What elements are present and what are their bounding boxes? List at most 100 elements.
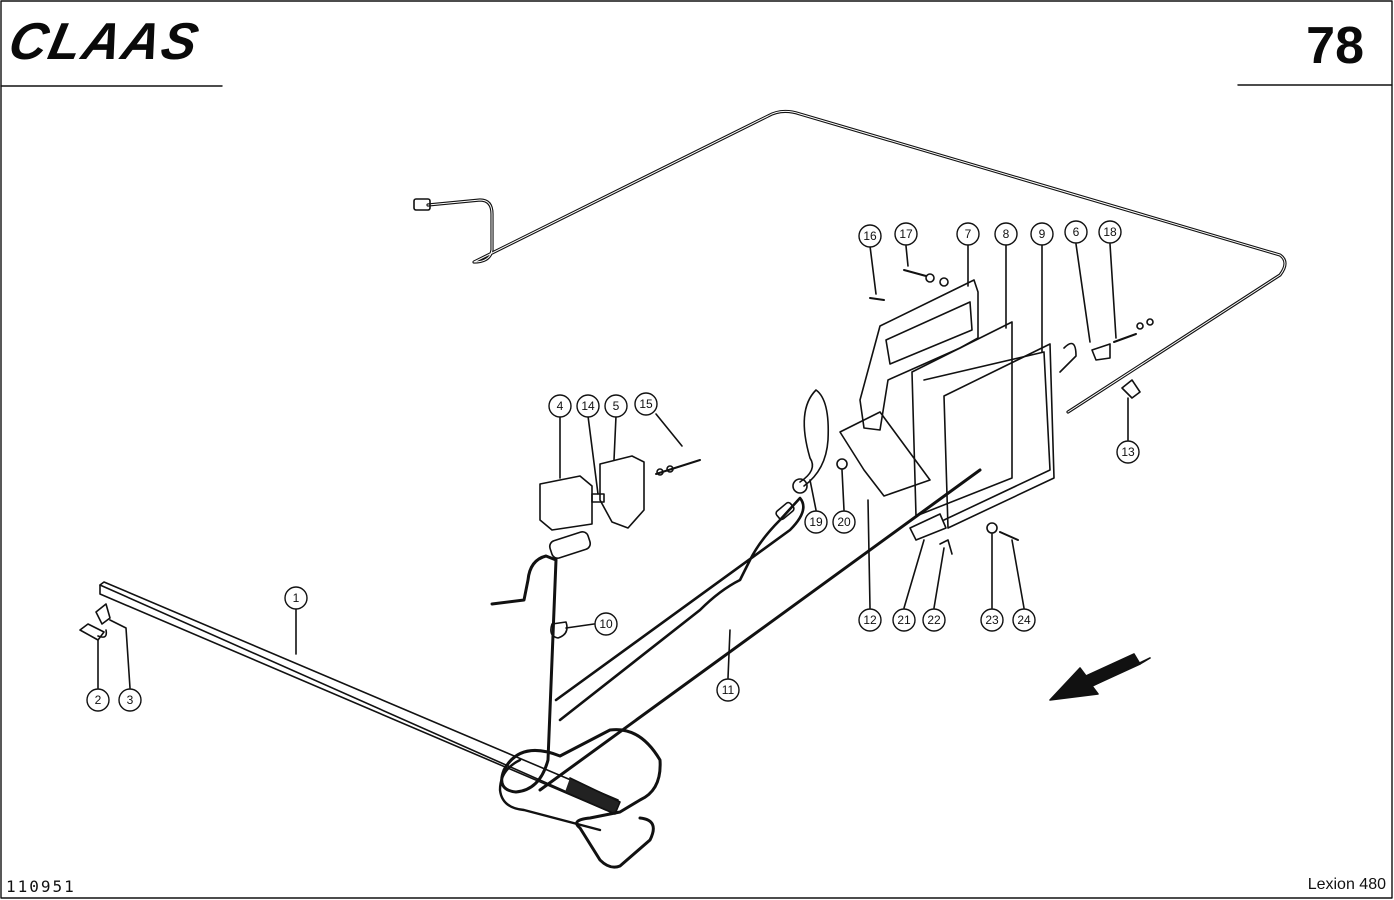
callout-circle [804, 510, 828, 534]
washer-part-20 [836, 458, 848, 470]
callout-label: 4 [557, 399, 564, 413]
callout-label: 16 [863, 229, 877, 243]
callout-circle [922, 608, 946, 632]
grommet-part-19 [792, 478, 808, 494]
leader-6 [1075, 243, 1091, 343]
clamp-part-6 [1091, 343, 1111, 361]
callout-circle [894, 222, 918, 246]
leader-20 [841, 469, 845, 511]
harness-plug [775, 501, 795, 521]
callout-16: 16 [858, 224, 882, 248]
leader-22 [933, 547, 945, 609]
callout-circle [716, 678, 740, 702]
cable-loop [799, 389, 830, 487]
callout-circle [1098, 220, 1122, 244]
callout-21: 21 [892, 608, 916, 632]
bracket-part-7 [859, 279, 979, 431]
callout-18: 18 [1098, 220, 1122, 244]
screw-part-24 [999, 531, 1019, 541]
callout-4: 4 [548, 394, 572, 418]
callout-13: 13 [1116, 440, 1140, 464]
callout-5: 5 [604, 394, 628, 418]
leader-17 [905, 245, 909, 267]
washer-part-16 [869, 297, 885, 301]
callout-label: 2 [95, 693, 102, 707]
plate-part-8 [911, 321, 1013, 517]
callout-circle [832, 510, 856, 534]
callout-label: 7 [965, 227, 972, 241]
leader-18 [1109, 243, 1117, 339]
callout-circle [594, 612, 618, 636]
callout-label: 14 [581, 399, 595, 413]
callout-label: 5 [613, 399, 620, 413]
callout-7: 7 [956, 222, 980, 246]
model-name: Lexion 480 [1307, 876, 1386, 893]
harness-part-11 [538, 468, 982, 792]
callout-9: 9 [1030, 222, 1054, 246]
loop-part-6 [1059, 342, 1077, 373]
clip-part-10 [550, 621, 568, 639]
callout-circle [1116, 440, 1140, 464]
plate-part-12 [839, 411, 931, 497]
leader-15 [655, 413, 683, 447]
callout-circle [634, 392, 658, 416]
spacer-part-21 [909, 513, 947, 541]
callout-15: 15 [634, 392, 658, 416]
upper-cable-plug [413, 198, 431, 211]
callout-10: 10 [594, 612, 618, 636]
callout-label: 1 [293, 591, 300, 605]
plate-part-9 [943, 343, 1055, 529]
callout-circle [956, 222, 980, 246]
screw-part-14 [591, 493, 605, 503]
harness-loop [500, 558, 662, 869]
washer-part-23 [986, 522, 998, 534]
cover-part-5 [599, 455, 645, 529]
callout-circle [980, 608, 1004, 632]
doc-number: 110951 [6, 877, 76, 896]
leader-19 [809, 479, 817, 511]
leader-10 [565, 623, 595, 629]
leader-16 [869, 245, 877, 295]
callout-19: 19 [804, 510, 828, 534]
callout-label: 9 [1039, 227, 1046, 241]
leader-24 [1011, 539, 1025, 609]
callout-circle [858, 608, 882, 632]
callout-2: 2 [86, 688, 110, 712]
callout-circle [1012, 608, 1036, 632]
callout-circle [118, 688, 142, 712]
callout-label: 19 [809, 515, 823, 529]
callout-22: 22 [922, 608, 946, 632]
leader-3 [109, 619, 131, 689]
clip-part-2 [79, 623, 105, 641]
harness-connector [548, 531, 592, 559]
upper-cable-core [427, 110, 1286, 413]
callout-label: 13 [1121, 445, 1135, 459]
callout-circle [548, 394, 572, 418]
page-number: 78 [1306, 17, 1364, 75]
leader-14 [587, 415, 599, 495]
leader-11 [727, 629, 731, 679]
callout-6: 6 [1064, 220, 1088, 244]
callout-11: 11 [716, 678, 740, 702]
callout-circle [1030, 222, 1054, 246]
callout-label: 21 [897, 613, 911, 627]
callout-12: 12 [858, 608, 882, 632]
callout-label: 17 [899, 227, 913, 241]
callout-label: 8 [1003, 227, 1010, 241]
callout-circle [1064, 220, 1088, 244]
callout-label: 22 [927, 613, 941, 627]
callout-circle [284, 586, 308, 610]
callout-label: 15 [639, 397, 653, 411]
callout-label: 23 [985, 613, 999, 627]
callout-3: 3 [118, 688, 142, 712]
callout-circle [994, 222, 1018, 246]
callout-label: 18 [1103, 225, 1117, 239]
callout-label: 24 [1017, 613, 1031, 627]
leader-5 [613, 415, 617, 461]
callout-label: 12 [863, 613, 877, 627]
direction-arrow [1049, 653, 1141, 701]
